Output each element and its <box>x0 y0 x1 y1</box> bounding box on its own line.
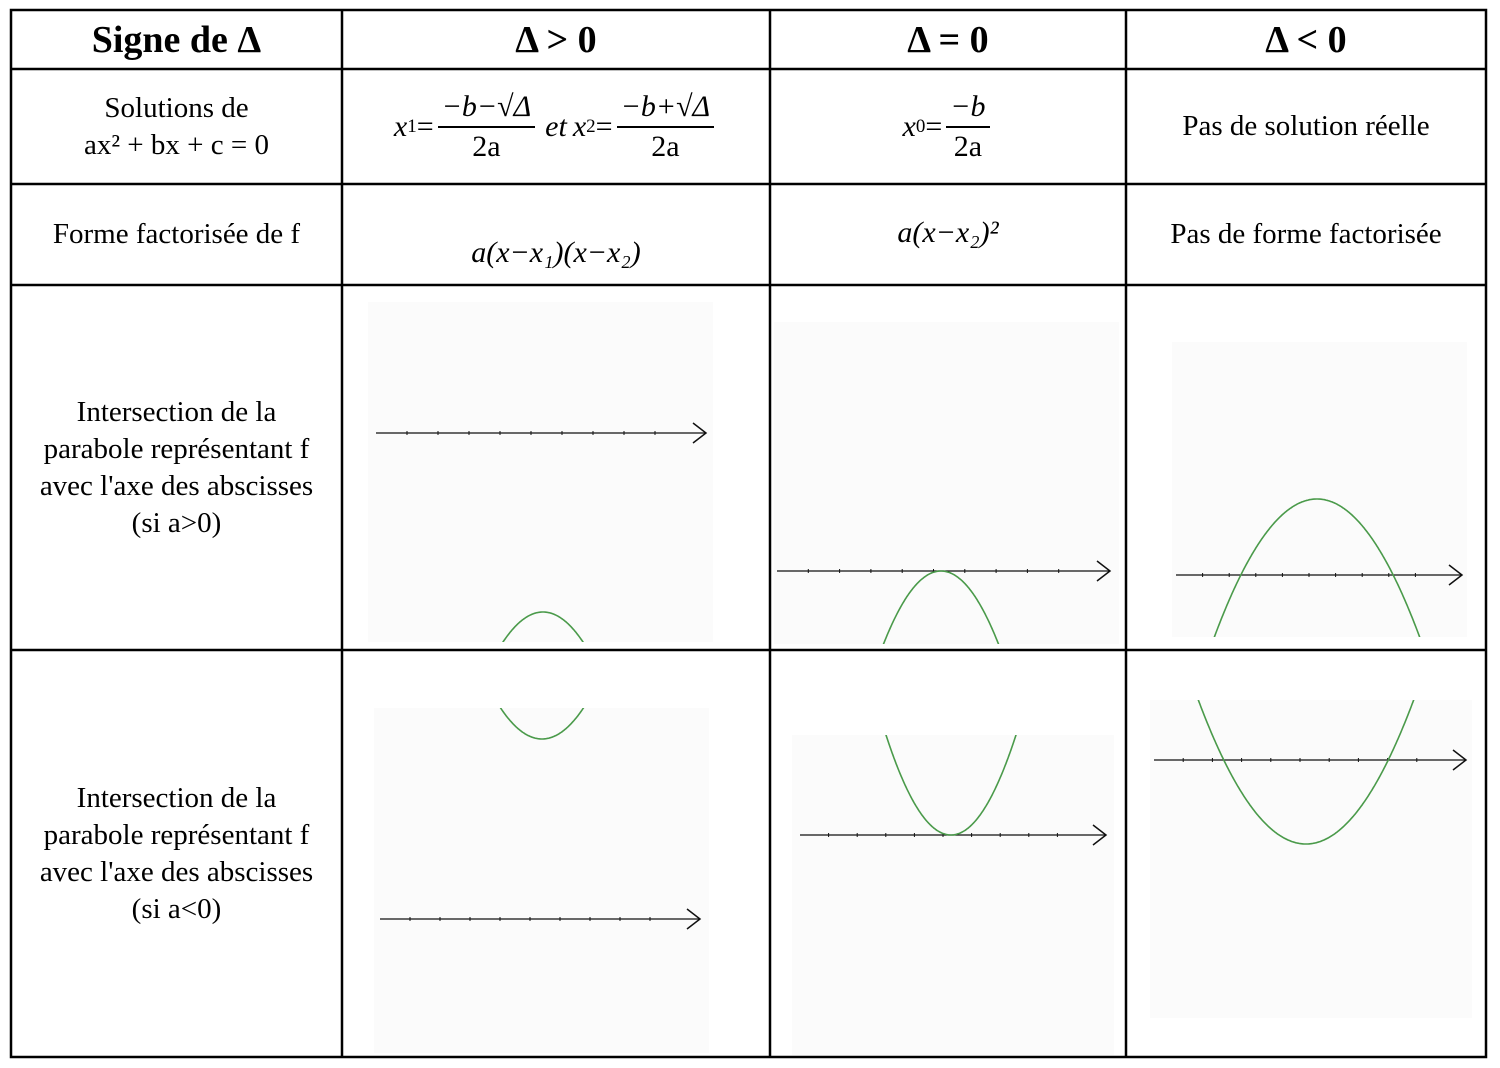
header-delta-zero: Δ = 0 <box>907 18 989 61</box>
x2-sub: 2 <box>586 115 596 137</box>
x1-var: x <box>393 109 408 143</box>
parabola-curve <box>502 611 584 642</box>
arrow-icon <box>692 422 708 444</box>
parabola-curve <box>885 735 1017 836</box>
parabola-plot-double-root-a-positive <box>774 322 1119 644</box>
arrow-icon <box>1092 824 1108 846</box>
parabola-plot-two-roots-a-positive <box>368 302 713 642</box>
factor-delta-negative: Pas de forme factorisée <box>1170 218 1442 250</box>
parabola-curve <box>1213 498 1421 637</box>
x0-sub: 0 <box>915 115 926 137</box>
solutions-label-line2: ax² + bx + c = 0 <box>83 128 269 161</box>
label-line: (si a>0) <box>131 506 222 539</box>
label-line: parabole représentant f <box>43 432 310 465</box>
label-line: Intersection de la <box>76 395 277 428</box>
label-line: avec l'axe des abscisses <box>39 469 314 502</box>
x0-denominator: 2a <box>953 129 983 163</box>
intersection-label-a-positive: Intersection de la parabole représentant… <box>11 285 342 650</box>
solutions-label-line1: Solutions de <box>104 91 249 124</box>
parabola-plot-no-root-a-positive <box>1172 342 1467 637</box>
arrow-icon <box>1448 564 1464 586</box>
x0-numerator: −b <box>946 90 990 128</box>
plot-background <box>792 735 1114 1055</box>
parabola-curve <box>1197 700 1415 845</box>
label-line: Intersection de la <box>76 781 277 814</box>
header-sign-delta: Signe de Δ <box>91 18 262 61</box>
parabola-curve <box>499 708 585 740</box>
parabola-plot-no-root-a-negative <box>1150 700 1472 1018</box>
x1-denominator: 2a <box>472 129 501 163</box>
x1-fraction: −b−√Δ 2a <box>437 90 536 164</box>
header-delta-negative: Δ < 0 <box>1265 18 1347 61</box>
factor-delta-positive: a(x−x₁)(x−x₂) <box>471 235 641 269</box>
parabola-curve <box>882 570 1000 644</box>
label-line: parabole représentant f <box>43 818 310 851</box>
intersection-label-a-negative: Intersection de la parabole représentant… <box>11 650 342 1057</box>
solutions-delta-negative: Pas de solution réelle <box>1182 110 1430 142</box>
arrow-icon <box>1452 749 1468 771</box>
header-delta-positive: Δ > 0 <box>515 18 597 61</box>
x0-fraction: −b 2a <box>946 90 990 164</box>
arrow-icon <box>686 908 702 930</box>
plot-background <box>368 302 713 642</box>
plot-background <box>774 322 1119 644</box>
arrow-icon <box>1096 560 1112 582</box>
parabola-plot-two-roots-a-negative <box>374 708 709 1053</box>
x2-fraction: −b+√Δ 2a <box>616 90 715 164</box>
factor-delta-zero: a(x−x₂)² <box>897 215 999 249</box>
label-line: avec l'axe des abscisses <box>39 855 314 888</box>
plot-background <box>1150 700 1472 1018</box>
parabola-plot-double-root-a-negative <box>792 735 1114 1055</box>
x1-numerator: −b−√Δ <box>437 90 536 128</box>
solutions-label: Solutions de ax² + bx + c = 0 <box>11 69 342 184</box>
x2-denominator: 2a <box>651 129 680 163</box>
x1-sub: 1 <box>407 115 417 137</box>
factor-label: Forme factorisée de f <box>52 218 301 250</box>
et-word: et <box>545 109 567 143</box>
x2-numerator: −b+√Δ <box>616 90 715 128</box>
x2-var: x <box>572 109 587 143</box>
plot-background <box>1172 342 1467 637</box>
plot-background <box>374 708 709 1053</box>
label-line: (si a<0) <box>131 892 222 925</box>
x0-var: x <box>902 109 916 143</box>
